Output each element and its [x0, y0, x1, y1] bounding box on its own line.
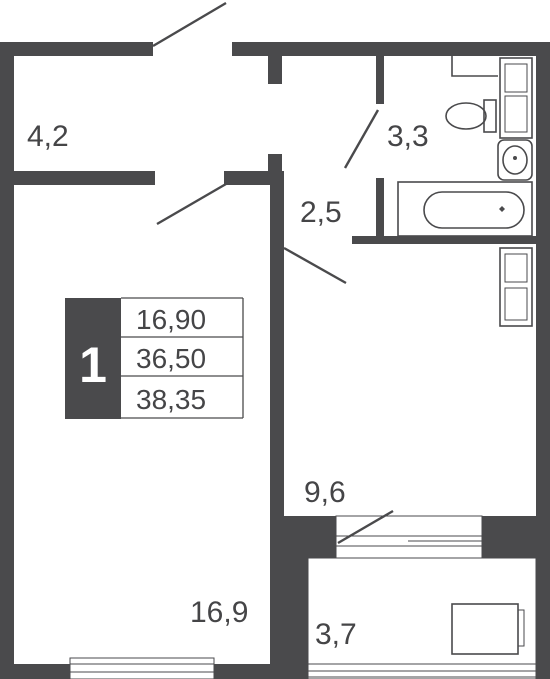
wall-loggia-right [536, 516, 550, 679]
wall-top-left [0, 42, 153, 56]
wall-stub-middle [268, 154, 282, 184]
corridor-area-label: 2,5 [300, 196, 342, 229]
kitchen-area-label: 9,6 [304, 476, 346, 509]
wall-bath-bottom [352, 236, 536, 244]
total-area-value: 36,50 [136, 343, 206, 374]
living-room-door [156, 182, 227, 226]
wall-bottom-left [0, 664, 70, 679]
walls [0, 42, 550, 679]
wall-left-outer [0, 42, 14, 679]
loggia-area-label: 3,7 [315, 618, 357, 651]
wall-bath-left-lower [376, 178, 384, 244]
windows [69, 515, 537, 679]
entry-door [152, 1, 227, 48]
kitchen-door [283, 246, 347, 285]
bathroom-door [343, 109, 380, 169]
bathroom-area-label: 3,3 [387, 120, 429, 153]
wall-stub-top [268, 56, 282, 84]
living-area-value: 16,90 [136, 304, 206, 335]
bathroom-cabinet [499, 57, 533, 139]
wall-right-upper [536, 42, 550, 517]
wall-top-right [232, 42, 550, 56]
wall-bath-left-upper [376, 56, 384, 104]
hallway-area-label: 4,2 [27, 120, 69, 153]
wall-bottom-mid [214, 664, 284, 679]
kitchen-cabinet [499, 247, 533, 327]
niche [451, 56, 498, 77]
wall-loggia-pier [270, 516, 308, 679]
total-area-with-loggia-value: 38,35 [136, 384, 206, 415]
kitchen-window [335, 515, 483, 559]
apartment-badge: 1 16,90 36,50 38,35 [65, 297, 244, 419]
living-room-window [69, 657, 215, 679]
badge-background [65, 298, 121, 419]
loggia-glazing [307, 557, 537, 679]
room-labels: 4,2 3,3 2,5 9,6 16,9 3,7 [27, 120, 429, 651]
bathtub-icon [397, 181, 533, 237]
loggia-table [451, 603, 525, 655]
sink-icon [497, 139, 533, 181]
toilet-icon [445, 99, 497, 133]
rooms-count: 1 [79, 337, 107, 393]
fixtures [397, 56, 533, 655]
living-room-area-label: 16,9 [190, 596, 248, 629]
wall-hallway-bottom-left [0, 171, 155, 185]
